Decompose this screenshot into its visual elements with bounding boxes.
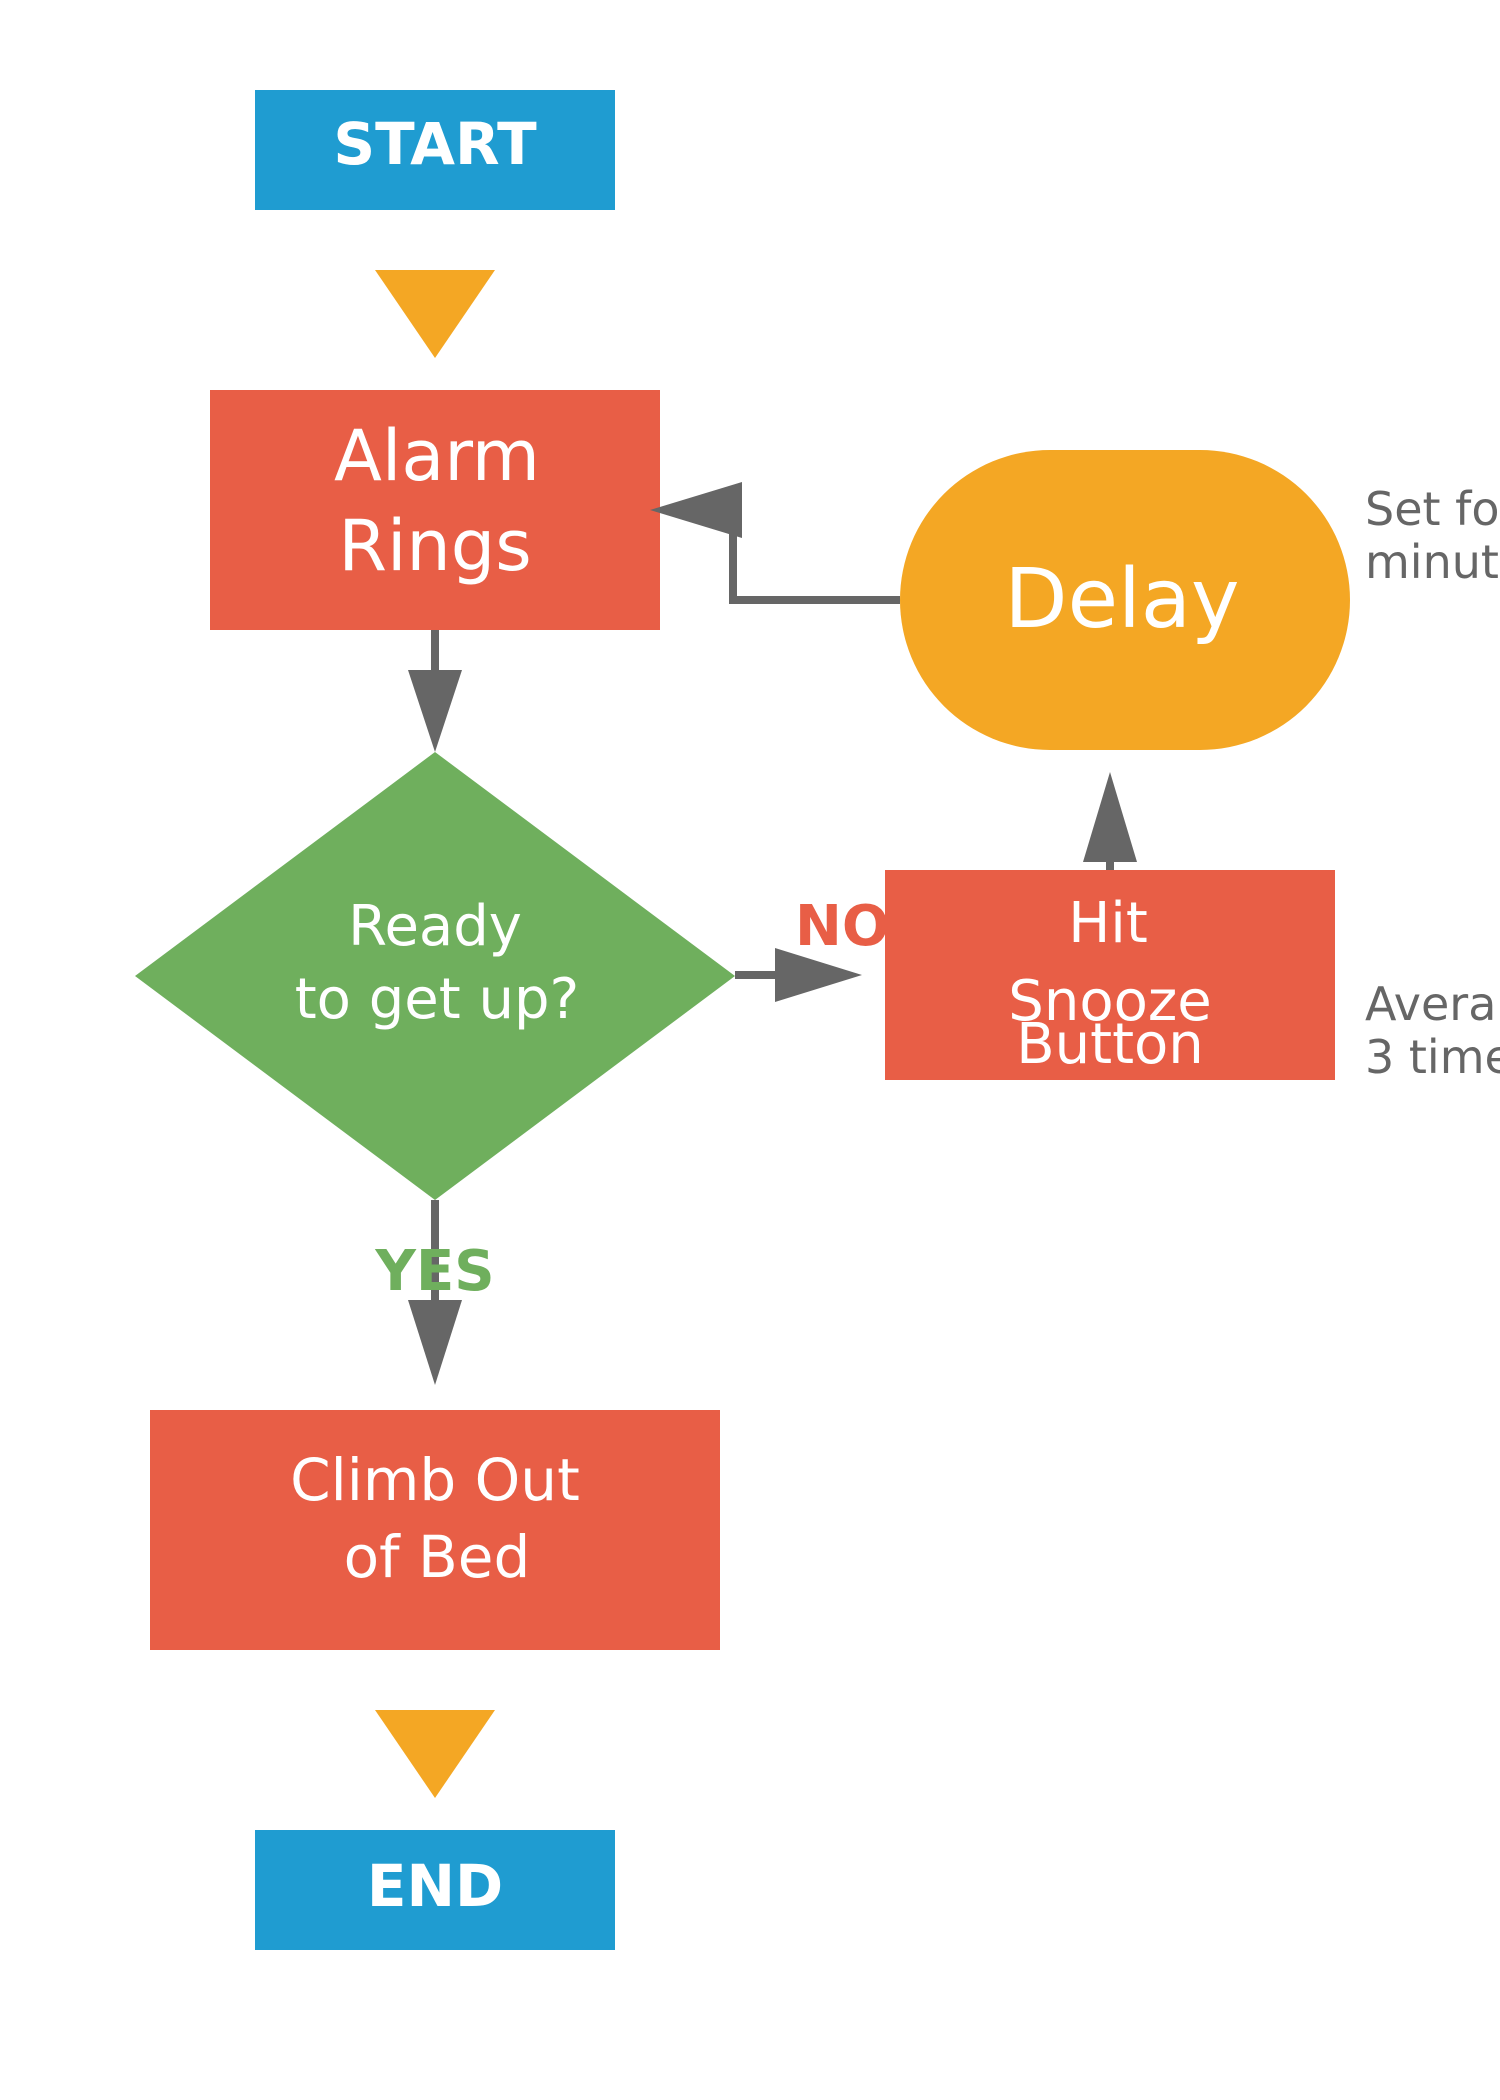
snooze-node: Hit Snooze Button [885,870,1335,1080]
end-node: END [255,1830,615,1950]
arrow-delay-to-alarm [650,482,900,604]
start-label: START [333,110,537,178]
end-box [255,1830,615,1950]
start-box [255,90,615,210]
climb-out-label-line1: Climb Out [290,1446,580,1514]
decision-diamond [135,752,735,1200]
snooze-label-line1: Hit [1068,891,1148,956]
decision-node: Ready to get up? [135,752,735,1200]
snooze-label-line3: Button [1016,1012,1204,1077]
end-label: END [367,1852,503,1920]
alarm-rings-node: Alarm Rings [210,390,660,630]
delay-label: Delay [1004,552,1239,647]
alarm-rings-label-line1: Alarm [334,415,540,497]
snooze-note-line1: Avera [1365,977,1496,1031]
delay-note-line2: minut [1365,535,1499,589]
decision-label-line1: Ready [348,894,522,959]
climb-out-node: Climb Out of Bed [150,1410,720,1650]
delay-note-line1: Set fo [1365,482,1500,536]
connector-triangle-top [375,270,495,358]
alarm-rings-box [210,390,660,630]
snooze-box [885,870,1335,1080]
arrow-decision-to-snooze [735,948,862,1002]
snooze-label-line2: Snooze [1008,969,1211,1034]
delay-node: Delay [900,450,1350,750]
snooze-note-line2: 3 time [1365,1030,1500,1084]
start-node: START [255,90,615,210]
no-label: NO [795,894,889,959]
arrow-snooze-to-delay [1083,772,1137,870]
snooze-note: Avera 3 time [1365,977,1500,1084]
climb-out-label-line2: of Bed [344,1523,531,1591]
delay-shape [900,450,1350,750]
connector-triangle-bottom [375,1710,495,1798]
arrow-decision-to-climb [408,1200,462,1385]
yes-label: YES [374,1239,494,1304]
delay-note: Set fo minut [1365,482,1500,589]
climb-out-box [150,1410,720,1650]
decision-label-line2: to get up? [295,967,580,1032]
arrow-alarm-to-decision [408,630,462,752]
alarm-rings-label-line2: Rings [338,505,531,587]
